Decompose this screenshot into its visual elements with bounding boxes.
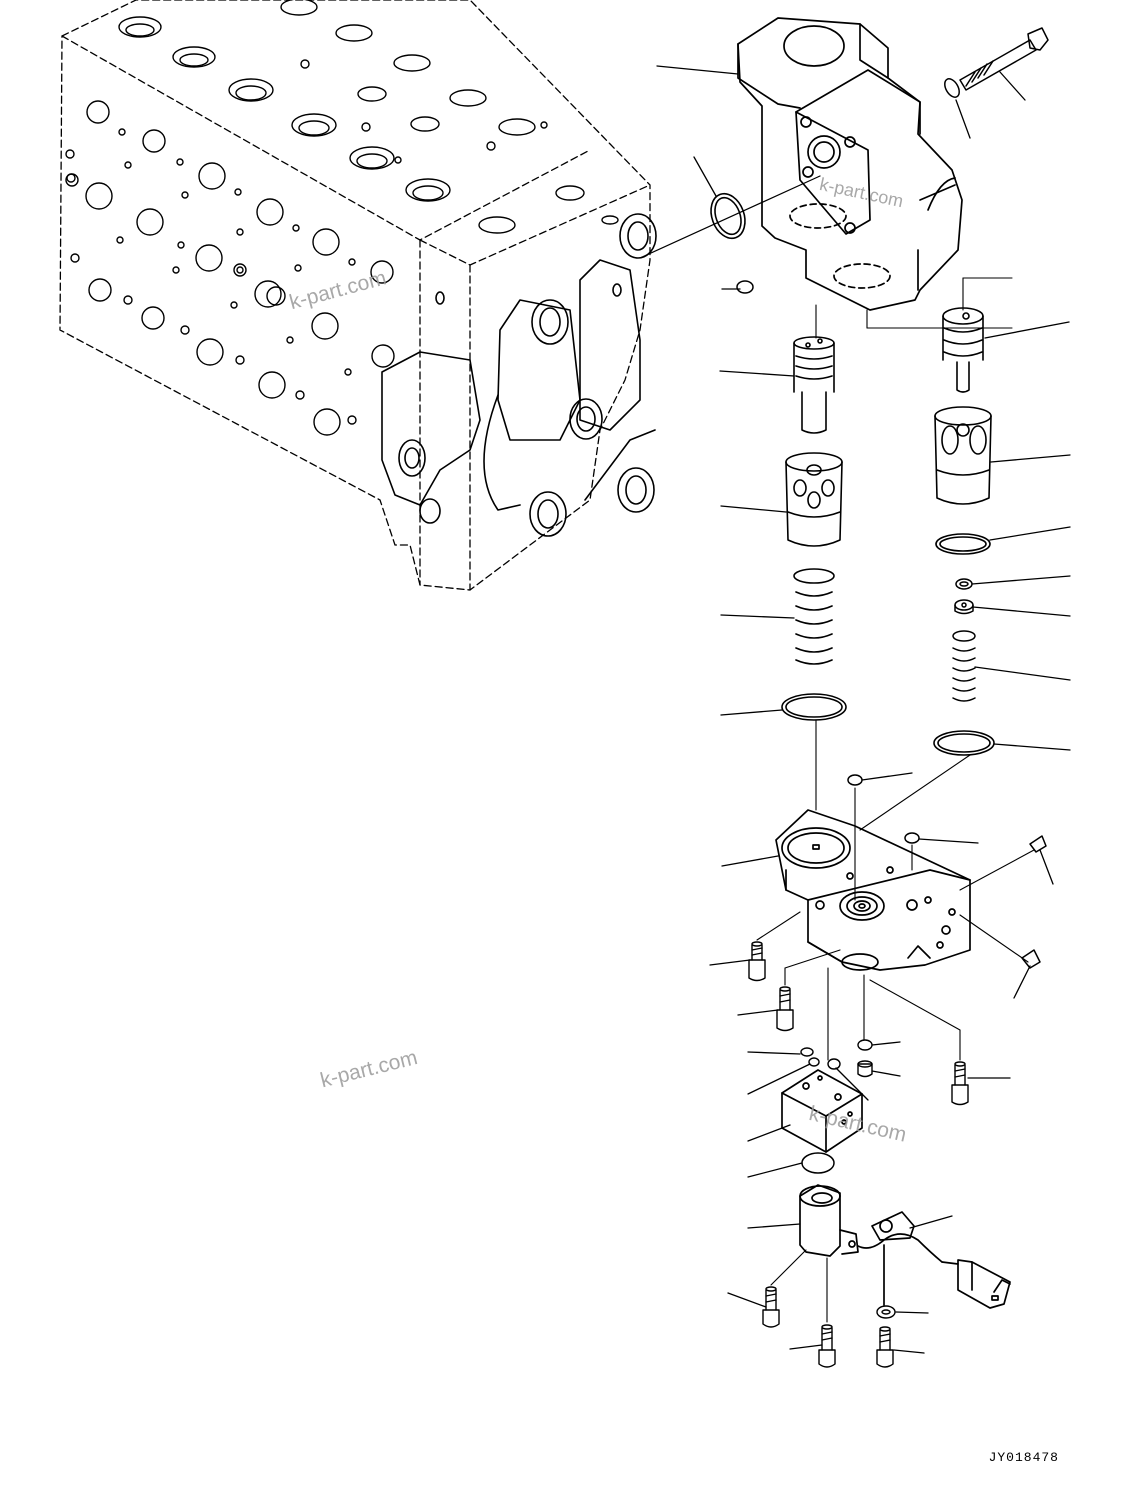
- cap-screw-1: [748, 941, 766, 982]
- spring-right: [952, 630, 976, 702]
- adapter-block: [781, 1069, 863, 1153]
- small-o-ring-left: [736, 280, 754, 294]
- bolt-leaders: [756, 911, 961, 1061]
- solenoid-leaders: [770, 1249, 828, 1323]
- hex-bolt-long: [959, 27, 1049, 91]
- center-lines: [815, 277, 1035, 963]
- washer-top: [944, 78, 960, 98]
- o-ring-lower: [801, 1152, 835, 1174]
- cover-block: [775, 809, 971, 971]
- sleeve-right: [934, 406, 992, 505]
- cap-screw-2: [776, 986, 794, 1032]
- spring-left: [793, 568, 835, 665]
- leader-assembly: [639, 175, 821, 259]
- small-ring-right: [955, 578, 973, 590]
- plug-right-lower: [1021, 949, 1041, 969]
- washer-lower: [876, 1305, 896, 1319]
- solenoid-screws: [762, 1286, 894, 1368]
- valve-housing: [737, 17, 963, 311]
- o-ring-right: [935, 533, 991, 555]
- o-ring-left-large: [781, 693, 847, 721]
- callout-leaders: [656, 65, 1071, 1354]
- retainer-right: [954, 599, 974, 615]
- spool-right: [942, 307, 984, 393]
- drawing-id: JY018478: [988, 1450, 1059, 1465]
- main-block-section: [381, 213, 657, 537]
- small-parts-lower: [800, 1039, 873, 1078]
- sleeve-left: [785, 452, 843, 547]
- o-ring-top: [710, 192, 746, 240]
- o-ring-right-large: [933, 730, 995, 756]
- solenoid-valve: [799, 1184, 1011, 1309]
- spool-left: [793, 336, 835, 434]
- plug-right-upper: [1029, 835, 1047, 853]
- cap-screw-3: [951, 1061, 969, 1106]
- small-o-rings-mid: [847, 774, 920, 844]
- main-valve-block: [59, 0, 651, 591]
- main-block-ports: [65, 0, 619, 436]
